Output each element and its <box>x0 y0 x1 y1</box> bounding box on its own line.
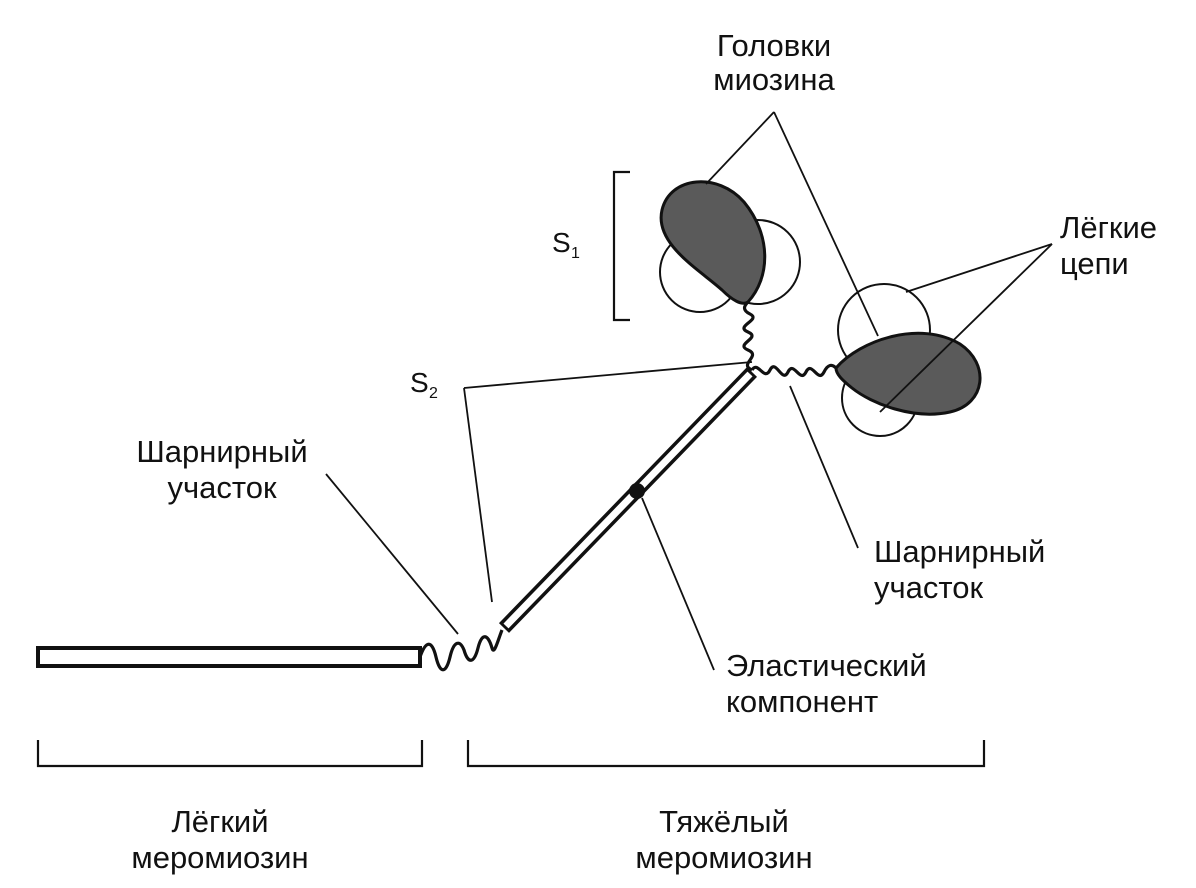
leader-hinge-left <box>325 473 459 635</box>
heavy-meromyosin-label-line1: Тяжёлый <box>659 804 789 839</box>
s1-label: S <box>552 227 571 258</box>
upper-hinge-coil-up <box>742 300 755 372</box>
hinge-right-label-line2: участок <box>874 570 983 605</box>
leader-hinge-right <box>789 385 859 549</box>
leader-elastic <box>641 497 715 671</box>
leader-light-chains-1 <box>905 243 1053 293</box>
elastic-label-line2: компонент <box>726 684 878 719</box>
s2-subscript: 2 <box>429 385 438 402</box>
s1-subscript: 1 <box>571 245 580 262</box>
light-chains-label-line2: цепи <box>1060 246 1129 281</box>
elastic-label-line1: Эластический <box>726 648 927 683</box>
myosin-head-right <box>834 283 982 437</box>
upper-hinge-coil-right <box>750 363 838 377</box>
light-meromyosin-label-line2: меромиозин <box>131 840 308 875</box>
s1-bracket <box>612 170 630 322</box>
myosin-head-upper <box>659 180 801 313</box>
heads-label-line2: миозина <box>713 62 835 97</box>
elastic-component-marker <box>629 483 645 499</box>
heavy-meromyosin-bracket <box>466 740 986 768</box>
s2-rod <box>498 367 758 633</box>
hinge-left-label-line1: Шарнирный <box>136 434 307 469</box>
lower-hinge-coil <box>418 629 504 672</box>
hinge-left-label-line2: участок <box>167 470 276 505</box>
s2-label: S <box>410 367 429 398</box>
leader-heads-upper <box>705 111 775 185</box>
light-meromyosin-rod <box>36 646 422 668</box>
leader-heads-right <box>773 111 879 337</box>
leader-s2-upper <box>463 361 753 389</box>
heads-label-line1: Головки <box>717 28 831 63</box>
leader-s2-lower <box>463 387 493 603</box>
light-meromyosin-label-line1: Лёгкий <box>171 804 268 839</box>
heavy-meromyosin-label-line2: меромиозин <box>635 840 812 875</box>
light-chains-label-line1: Лёгкие <box>1060 210 1157 245</box>
leader-light-chains-2 <box>879 243 1053 413</box>
light-meromyosin-bracket <box>36 740 424 768</box>
hinge-right-label-line1: Шарнирный <box>874 534 1045 569</box>
